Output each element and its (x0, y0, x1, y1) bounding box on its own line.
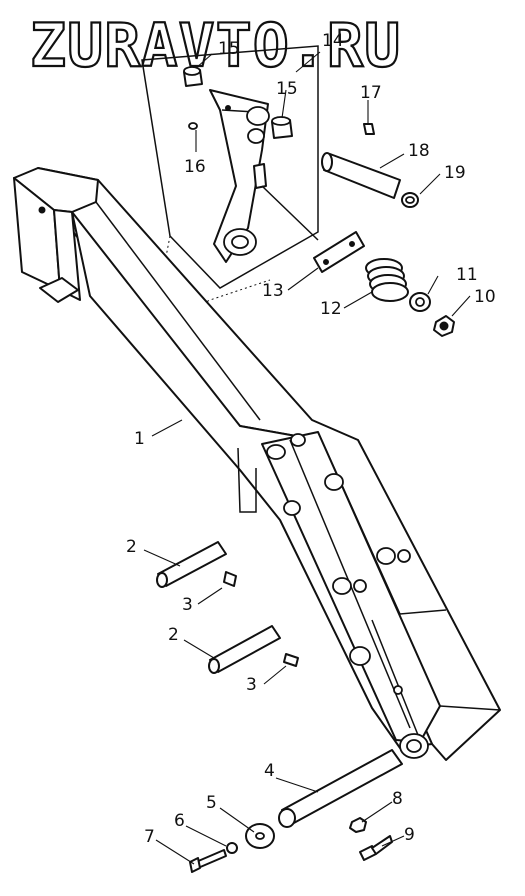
watermark: ZURAVTO.RU (30, 11, 401, 81)
grease-fitting (188, 122, 198, 130)
callout-2a: 2 (126, 537, 137, 557)
cotter-pin-lower (283, 653, 299, 667)
callout-14: 14 (322, 31, 344, 51)
callout-6: 6 (174, 811, 185, 831)
leader-lines (143, 51, 471, 865)
nut (433, 315, 455, 337)
bolt (189, 849, 227, 873)
pin-lower (208, 625, 281, 674)
bushing-lower (271, 116, 293, 139)
pin-bottom (278, 749, 403, 828)
callout-3a: 3 (182, 595, 193, 615)
washer (409, 292, 431, 312)
callout-11: 11 (456, 265, 478, 285)
callout-19: 19 (444, 163, 466, 183)
small-washer (349, 817, 367, 833)
spring (365, 258, 409, 302)
snap-ring (401, 192, 419, 208)
callout-17: 17 (360, 83, 382, 103)
callout-1: 1 (134, 429, 145, 449)
callout-2b: 2 (168, 625, 179, 645)
callout-18: 18 (408, 141, 430, 161)
screw (359, 835, 393, 861)
cotter-pin-upper (223, 571, 237, 587)
retainer-plate (245, 823, 275, 849)
boom-arm (13, 167, 501, 761)
link-arm (209, 89, 270, 263)
clip-plate (261, 185, 365, 273)
bushing-upper (183, 66, 203, 87)
lock-washer (226, 842, 238, 854)
callout-8: 8 (392, 789, 403, 809)
callout-3b: 3 (246, 675, 257, 695)
callout-4: 4 (264, 761, 275, 781)
callout-15b: 15 (276, 79, 298, 99)
callout-12: 12 (320, 299, 342, 319)
callout-5: 5 (206, 793, 217, 813)
callout-13: 13 (262, 281, 284, 301)
callout-9: 9 (404, 825, 415, 845)
callout-16: 16 (184, 157, 206, 177)
callout-15a: 15 (218, 39, 240, 59)
callout-labels: 1 2 3 2 3 4 5 6 7 8 9 10 11 12 13 14 15 … (126, 31, 496, 847)
pin-upper (156, 541, 227, 588)
callout-10: 10 (474, 287, 496, 307)
cotter-pin-top (363, 123, 375, 135)
pin-top (321, 152, 401, 199)
callout-7: 7 (144, 827, 155, 847)
